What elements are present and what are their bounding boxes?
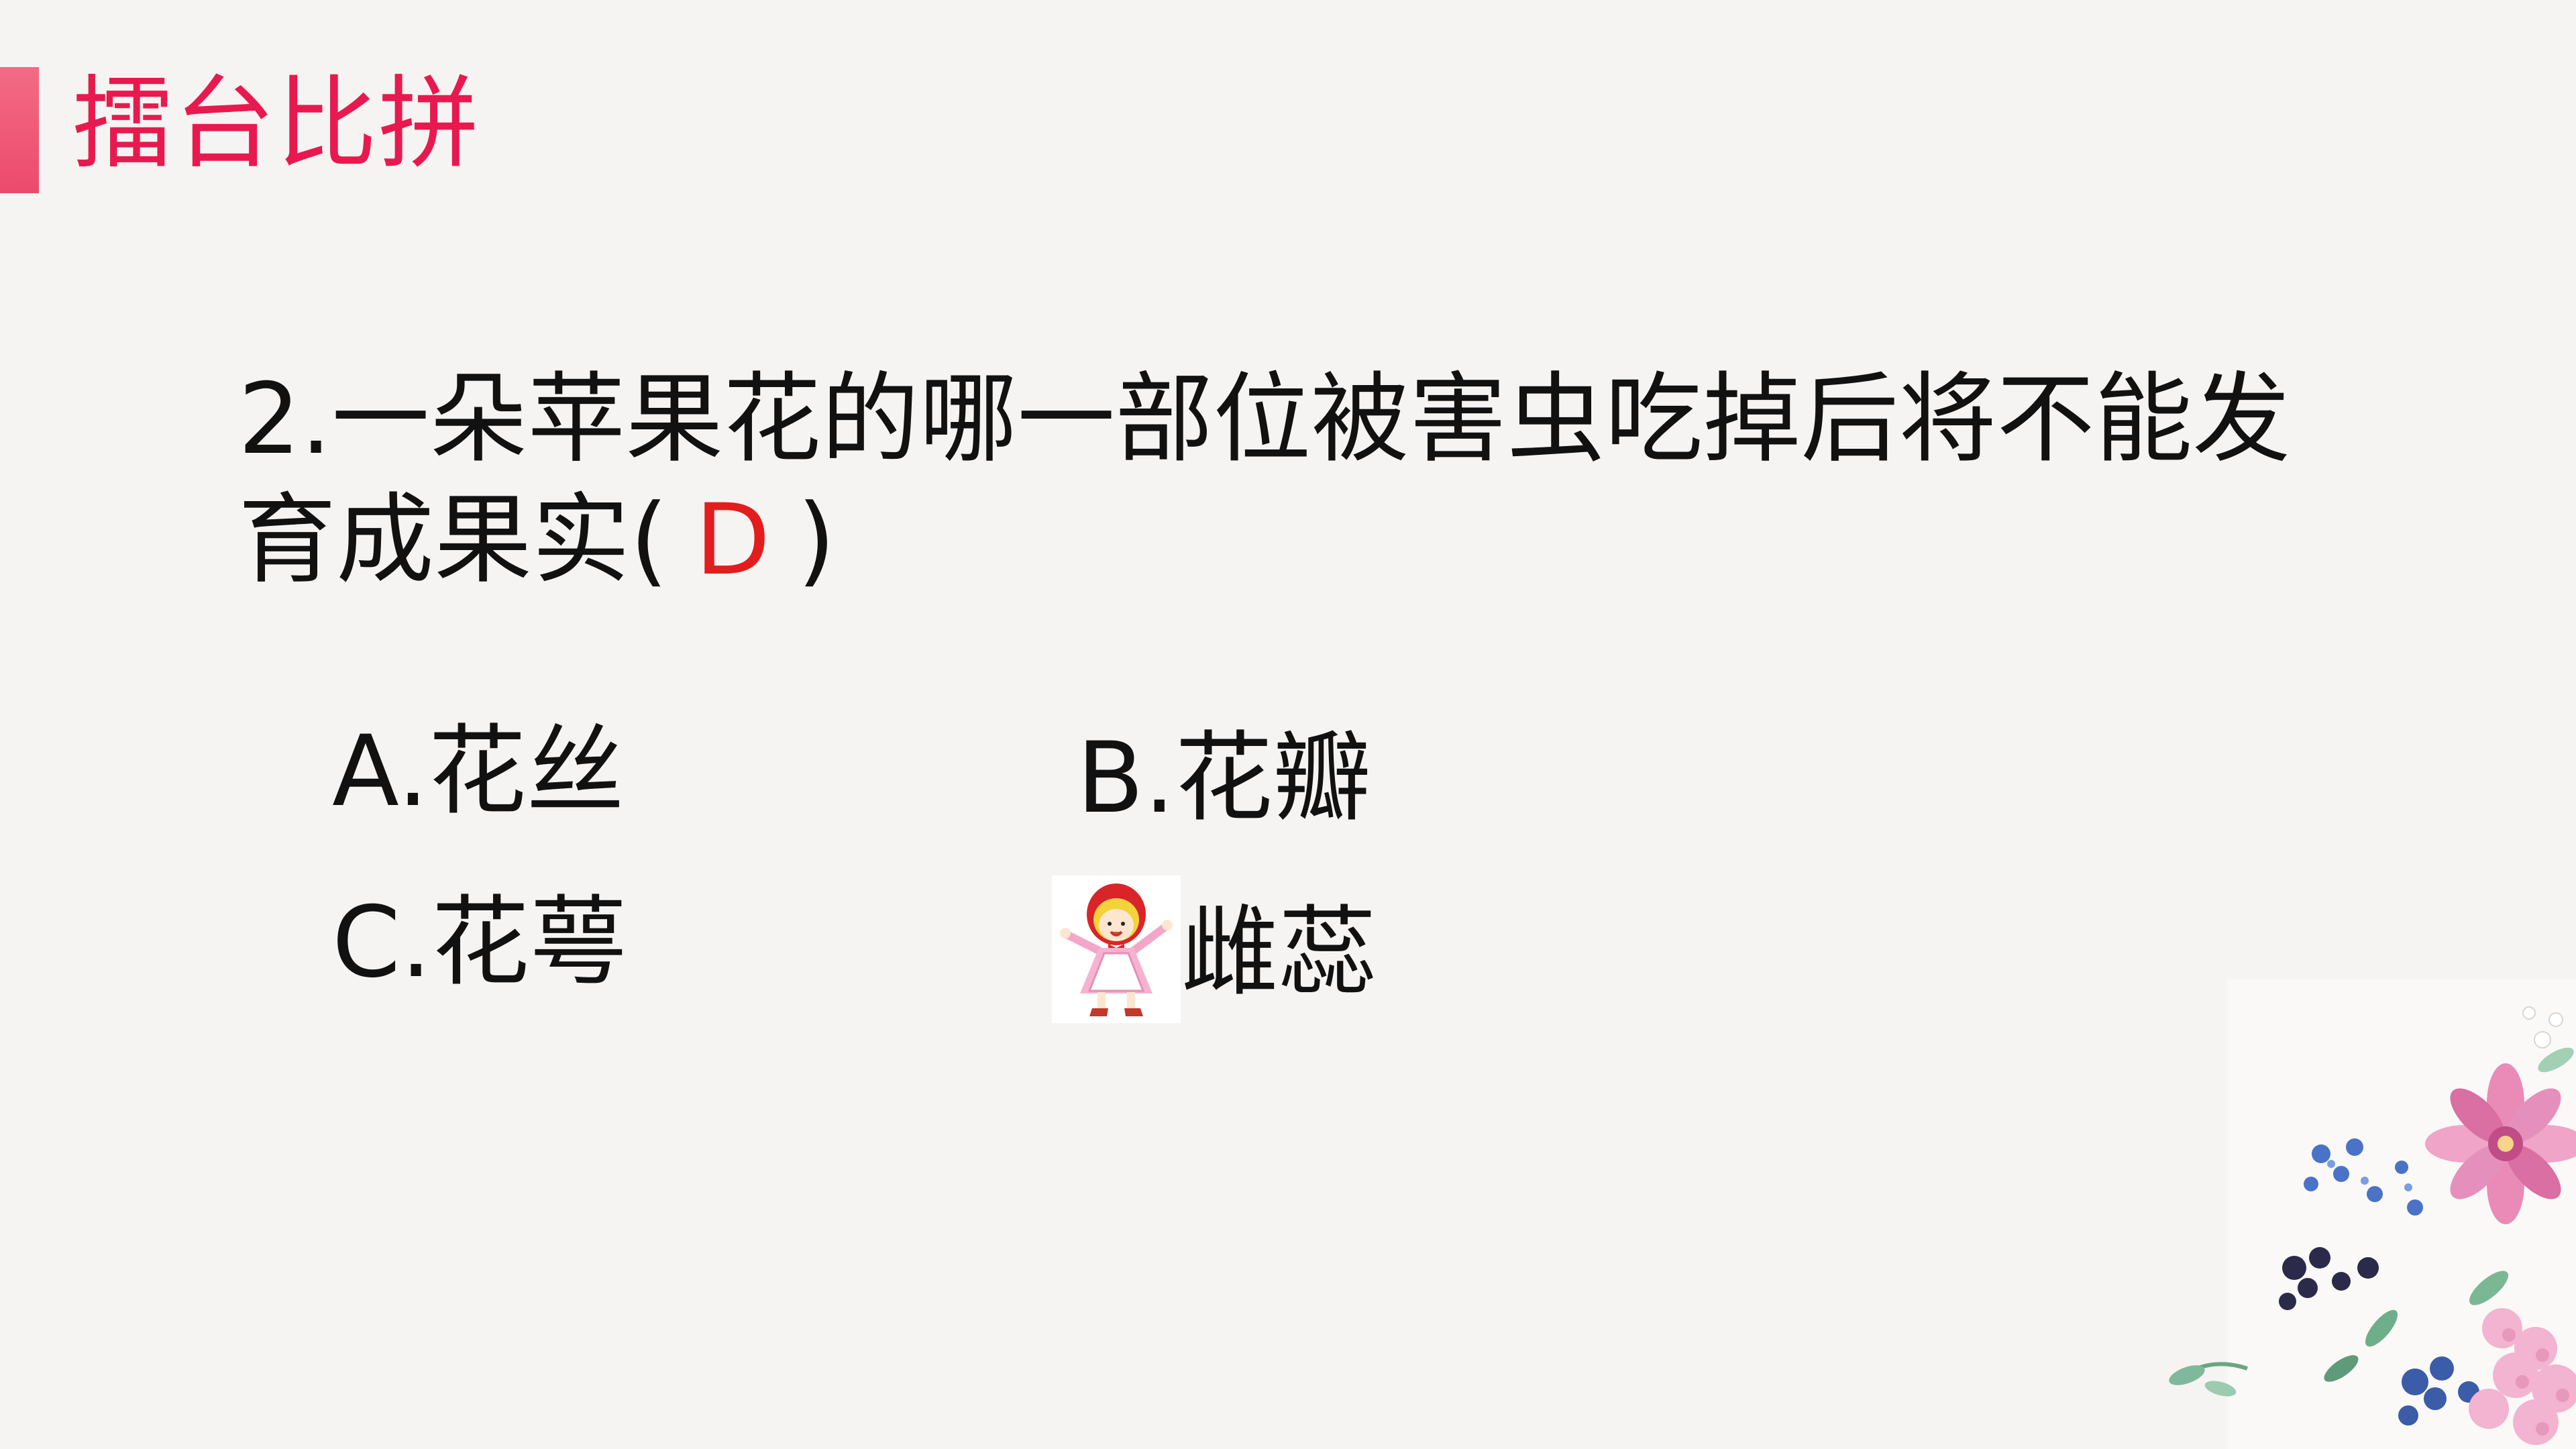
slide-title: 擂台比拼 [72,66,481,182]
answer-letter: D [694,483,771,597]
option-d[interactable]: 雌蕊 [1181,896,1377,1010]
option-a[interactable]: A.花丝 [332,714,625,828]
option-b[interactable]: B.花瓣 [1077,721,1371,835]
cartoon-girl-icon [1052,875,1181,1023]
flower-bouquet-icon [2006,953,2576,1449]
title-accent-bar [0,67,39,193]
question-line-1: 2.一朵苹果花的哪一部位被害虫吃掉后将不能发 [238,362,2291,476]
question-text: 2.一朵苹果花的哪一部位被害虫吃掉后将不能发 育成果实(D) [238,359,2318,600]
question-line-2: 育成果实(D) [238,480,2318,600]
option-c[interactable]: C.花萼 [332,885,628,1000]
question-line-2-prefix: 育成果实( [238,483,668,597]
question-line-2-suffix: ) [797,483,836,597]
